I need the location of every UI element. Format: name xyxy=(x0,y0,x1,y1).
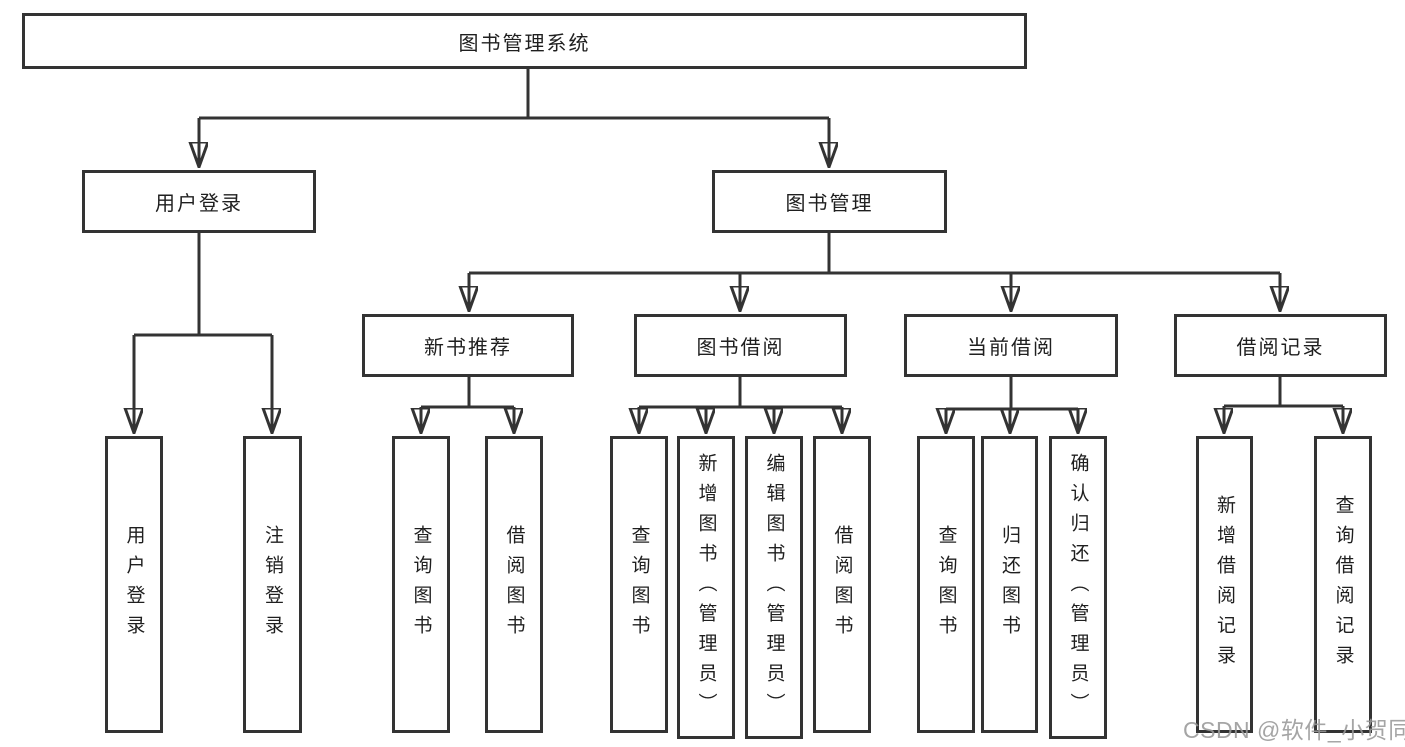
connector-current-borrow-to-leaves xyxy=(946,377,1078,432)
node-user-login-label: 用户登录 xyxy=(155,193,243,215)
leaf-user-login: 用户登录 xyxy=(105,436,163,733)
leaf-borrow-books: 借阅图书 xyxy=(813,436,871,733)
leaf-borrow-books-recommend-label: 借阅图书 xyxy=(503,524,525,645)
leaf-query-books-current: 查询图书 xyxy=(917,436,975,733)
node-user-login: 用户登录 xyxy=(82,170,316,233)
connector-user-login-to-leaves xyxy=(134,233,272,432)
connector-borrow-records-to-leaves xyxy=(1224,377,1343,432)
leaf-query-borrow-record: 查询借阅记录 xyxy=(1314,436,1372,733)
leaf-confirm-return-admin: 确认归还（管理员） xyxy=(1049,436,1107,739)
node-root: 图书管理系统 xyxy=(22,13,1027,69)
leaf-return-book: 归还图书 xyxy=(981,436,1038,733)
leaf-add-borrow-record: 新增借阅记录 xyxy=(1196,436,1253,733)
watermark-text: CSDN @软件_小贺同学 xyxy=(1183,717,1405,743)
node-borrow-records-label: 借阅记录 xyxy=(1236,337,1325,359)
connector-new-book-recommend-to-leaves xyxy=(421,377,514,432)
leaf-query-borrow-record-label: 查询借阅记录 xyxy=(1332,494,1354,675)
node-root-label: 图书管理系统 xyxy=(458,32,591,55)
connector-book-management-to-level3 xyxy=(469,233,1280,310)
leaf-edit-book-admin: 编辑图书（管理员） xyxy=(745,436,803,739)
leaf-add-borrow-record-label: 新增借阅记录 xyxy=(1214,494,1235,675)
node-new-book-recommend: 新书推荐 xyxy=(362,314,574,377)
leaf-query-books-borrow-label: 查询图书 xyxy=(628,524,650,645)
leaf-add-book-admin: 新增图书（管理员） xyxy=(677,436,735,739)
node-borrow-records: 借阅记录 xyxy=(1174,314,1387,377)
node-book-borrow: 图书借阅 xyxy=(634,314,847,377)
node-book-management: 图书管理 xyxy=(712,170,947,233)
node-book-borrow-label: 图书借阅 xyxy=(696,337,785,359)
connector-root-to-level2 xyxy=(199,69,829,166)
leaf-edit-book-admin-label: 编辑图书（管理员） xyxy=(763,452,785,723)
leaf-borrow-books-recommend: 借阅图书 xyxy=(485,436,543,733)
connector-book-borrow-to-leaves xyxy=(639,377,842,432)
leaf-add-book-admin-label: 新增图书（管理员） xyxy=(695,452,717,723)
leaf-query-books-borrow: 查询图书 xyxy=(610,436,668,733)
leaf-user-login-label: 用户登录 xyxy=(123,524,145,645)
node-book-management-label: 图书管理 xyxy=(785,193,874,215)
leaf-query-books-recommend-label: 查询图书 xyxy=(410,524,432,645)
leaf-logout-label: 注销登录 xyxy=(262,524,283,645)
leaf-logout: 注销登录 xyxy=(243,436,302,733)
leaf-query-books-recommend: 查询图书 xyxy=(392,436,450,733)
leaf-borrow-books-label: 借阅图书 xyxy=(831,524,853,645)
node-current-borrow-label: 当前借阅 xyxy=(967,337,1055,359)
node-new-book-recommend-label: 新书推荐 xyxy=(424,337,512,359)
node-current-borrow: 当前借阅 xyxy=(904,314,1118,377)
leaf-return-book-label: 归还图书 xyxy=(999,524,1020,645)
leaf-confirm-return-admin-label: 确认归还（管理员） xyxy=(1067,452,1089,723)
leaf-query-books-current-label: 查询图书 xyxy=(935,524,957,645)
